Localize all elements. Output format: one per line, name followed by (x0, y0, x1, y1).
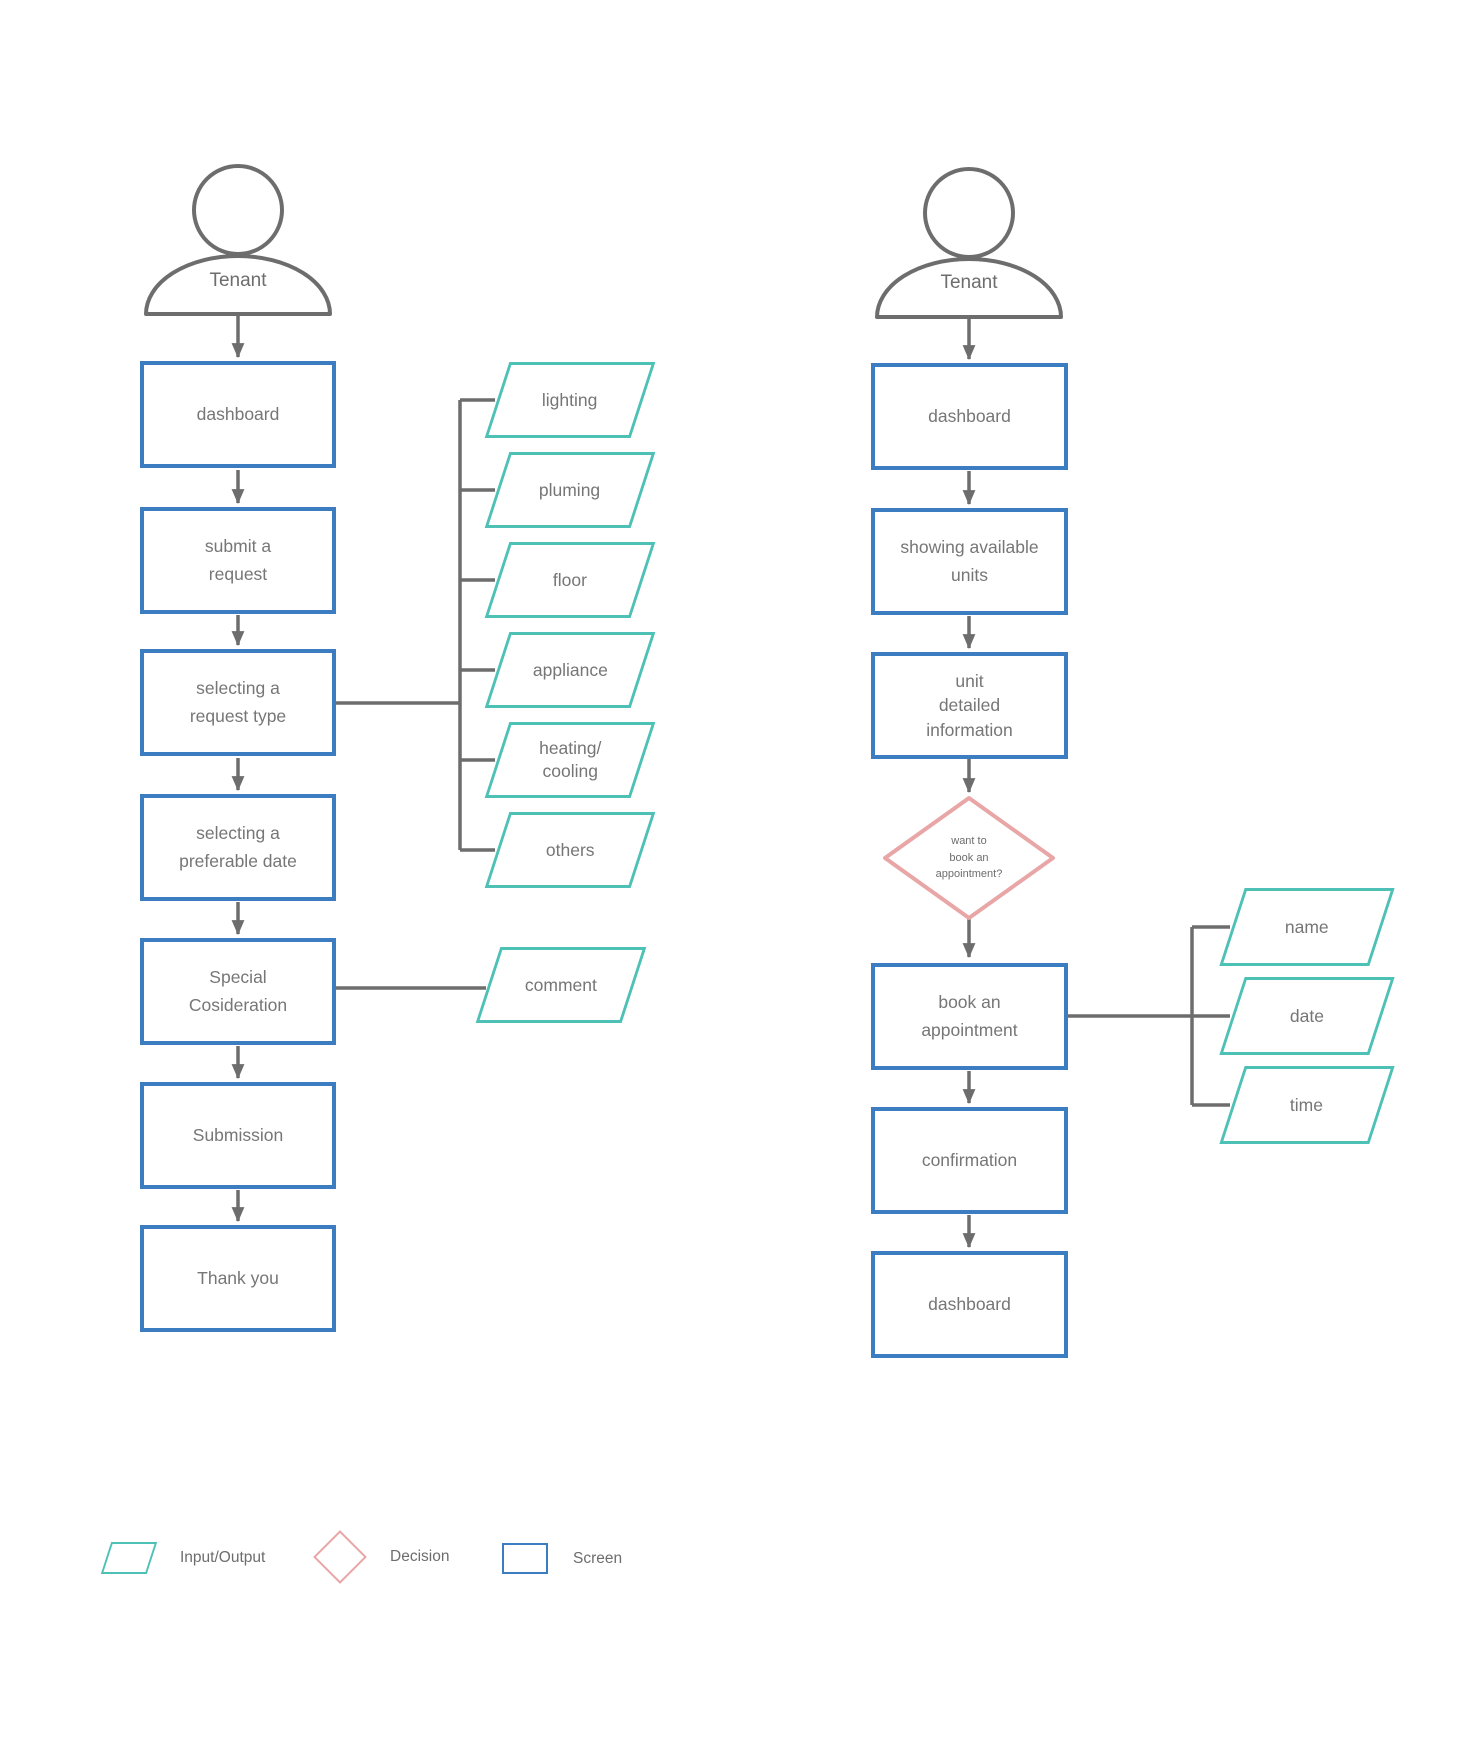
tenant-actor-icon-left (144, 164, 332, 316)
io-node-heating-cooling: heating/ cooling (484, 722, 656, 798)
actor-label-right: Tenant (940, 272, 998, 293)
screen-node-dashboard-right-bottom: dashboard (871, 1251, 1068, 1358)
io-node-time-label: time (1290, 1094, 1324, 1115)
io-node-appliance-label: appliance (532, 659, 608, 680)
io-node-floor: floor (484, 542, 656, 618)
request-type-branch-lines (336, 398, 495, 852)
io-node-pluming-label: pluming (539, 479, 601, 500)
decision-node-label: want to book an appointment? (935, 835, 1003, 881)
screen-node-thank-you: Thank you (140, 1225, 336, 1332)
io-node-floor-label: floor (552, 569, 588, 590)
screen-node-showing-units: showing available units (871, 508, 1068, 615)
screen-node-confirmation: confirmation (871, 1107, 1068, 1214)
screen-node-dashboard-right-top: dashboard (871, 363, 1068, 470)
decision-node-shape (883, 796, 1055, 920)
io-node-appliance: appliance (484, 632, 656, 708)
screen-node-submission: Submission (140, 1082, 336, 1189)
screen-node-book-appointment: book an appointment (871, 963, 1068, 1070)
screen-node-submit-request: submit a request (140, 507, 336, 614)
screen-node-select-preferable-date: selecting a preferable date (140, 794, 336, 901)
io-node-others-label: others (545, 839, 595, 860)
io-node-date: date (1219, 977, 1395, 1055)
io-node-heating-cooling-label: heating/ cooling (538, 738, 602, 781)
screen-node-unit-info: unit detailed information (871, 652, 1068, 759)
screen-node-special-consideration: Special Cosideration (140, 938, 336, 1045)
legend-screen-label: Screen (573, 1550, 623, 1567)
legend-screen-shape (502, 1543, 548, 1574)
io-node-name: name (1219, 888, 1395, 966)
tenant-actor-icon-right (875, 167, 1063, 319)
io-node-time: time (1219, 1066, 1395, 1144)
actor-label-left: Tenant (209, 270, 267, 291)
io-node-lighting-label: lighting (542, 389, 598, 410)
io-node-comment: comment (475, 947, 647, 1023)
io-node-lighting: lighting (484, 362, 656, 438)
legend-decision-label: Decision (390, 1548, 450, 1565)
legend-io-label: Input/Output (180, 1549, 266, 1566)
io-node-pluming: pluming (484, 452, 656, 528)
screen-node-dashboard-left: dashboard (140, 361, 336, 468)
io-node-others: others (484, 812, 656, 888)
appointment-inputs-branch-lines (1068, 925, 1230, 1107)
io-node-date-label: date (1289, 1005, 1325, 1026)
io-node-comment-label: comment (525, 974, 597, 995)
screen-node-select-request-type: selecting a request type (140, 649, 336, 756)
io-node-name-label: name (1285, 916, 1329, 937)
